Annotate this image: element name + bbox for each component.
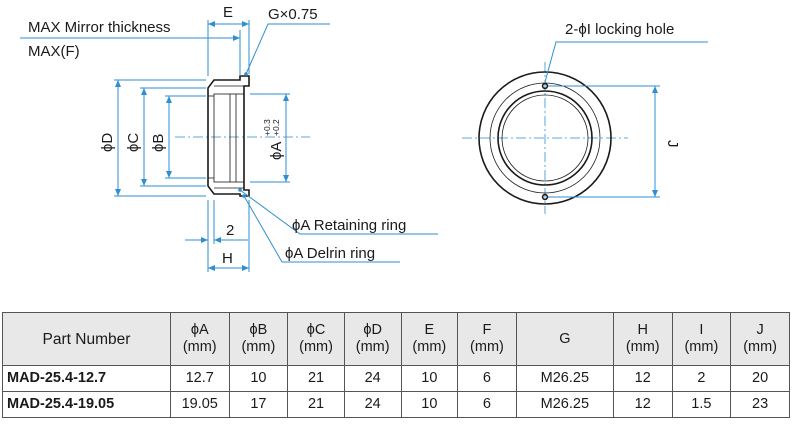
dim-b-label: ϕB [150,134,167,152]
col-header-c: ϕC(mm) [287,312,345,366]
cell-d: 24 [343,391,402,418]
cell-f: 6 [457,365,517,392]
header-text: ϕB [249,322,268,338]
cell-i: 1.5 [671,391,732,418]
spec-table: Part Number ϕA(mm) ϕB(mm) ϕC(mm) ϕD(mm) … [2,312,790,418]
header-unit: (mm) [625,339,660,355]
cell-g: M26.25 [515,391,614,418]
header-text: I [699,322,704,338]
col-header-e: E(mm) [400,312,459,366]
delrin-ring-label: ϕA Delrin ring [285,245,375,262]
cell-b: 17 [228,391,289,418]
header-text: ϕD [363,322,382,338]
header-unit: (mm) [355,339,390,355]
mirror-thickness-label: MAX Mirror thickness [28,19,171,36]
dim-2-label: 2 [226,222,234,239]
dim-d-label: ϕD [99,133,116,152]
header-unit: (mm) [743,339,778,355]
header-text: ϕC [306,322,326,338]
cell-d: 24 [343,365,402,392]
header-unit: (mm) [684,339,719,355]
dim-a-label: ϕA [268,142,285,160]
header-unit: (mm) [299,339,333,355]
col-header-h: H(mm) [612,312,673,366]
dim-a-tol-upper: +0.3 [262,119,272,136]
cell-e: 10 [400,365,459,392]
cell-e: 10 [400,391,459,418]
col-header-a: ϕA(mm) [169,312,230,366]
col-header-g: G [515,312,614,366]
cell-a: 12.7 [169,365,230,392]
max-f-label: MAX(F) [28,43,80,60]
header-text: ϕA [190,322,209,338]
col-header-d: ϕD(mm) [343,312,402,366]
table-header-row: Part Number ϕA(mm) ϕB(mm) ϕC(mm) ϕD(mm) … [2,312,790,366]
cell-h: 12 [612,391,673,418]
header-text: G [559,330,571,347]
cell-c: 21 [287,391,345,418]
header-text: E [424,322,435,338]
table-row: MAD-25.4-12.7 12.7 10 21 24 10 6 M26.25 … [2,365,790,392]
header-text: J [756,322,764,338]
header-unit: (mm) [412,339,447,355]
header-text: H [637,322,648,338]
retaining-ring-label: ϕA Retaining ring [292,217,406,234]
cell-j: 23 [730,391,790,418]
col-header-part-number: Part Number [2,312,171,366]
dim-e-label: E [223,4,233,21]
col-header-j: J(mm) [730,312,790,366]
cell-c: 21 [287,365,345,392]
side-view [20,20,438,272]
cell-part-number: MAD-25.4-12.7 [2,365,171,392]
dim-h-label: H [222,250,233,267]
header-text: Part Number [42,330,131,348]
cell-f: 6 [457,391,517,418]
header-unit: (mm) [241,339,276,355]
header-unit: (mm) [470,339,504,355]
dim-a-tol-lower: +0.2 [271,119,281,136]
cell-g: M26.25 [515,365,614,392]
technical-drawing: MAX Mirror thickness MAX(F) E G×0.75 ϕD … [20,4,708,272]
thread-label: G×0.75 [268,6,318,23]
dim-c-label: ϕC [125,133,142,152]
table-row: MAD-25.4-19.05 19.05 17 21 24 10 6 M26.2… [2,391,790,418]
header-unit: (mm) [182,339,217,355]
header-text: F [482,322,492,338]
col-header-i: I(mm) [671,312,732,366]
dim-j-label: J [664,140,681,148]
cell-i: 2 [671,365,732,392]
locking-hole-label: 2-ϕI locking hole [565,21,674,38]
cell-h: 12 [612,365,673,392]
front-view [462,41,708,214]
cell-part-number: MAD-25.4-19.05 [2,391,171,418]
cell-a: 19.05 [169,391,230,418]
cell-b: 10 [228,365,289,392]
cell-j: 20 [730,365,790,392]
col-header-f: F(mm) [457,312,517,366]
col-header-b: ϕB(mm) [228,312,289,366]
